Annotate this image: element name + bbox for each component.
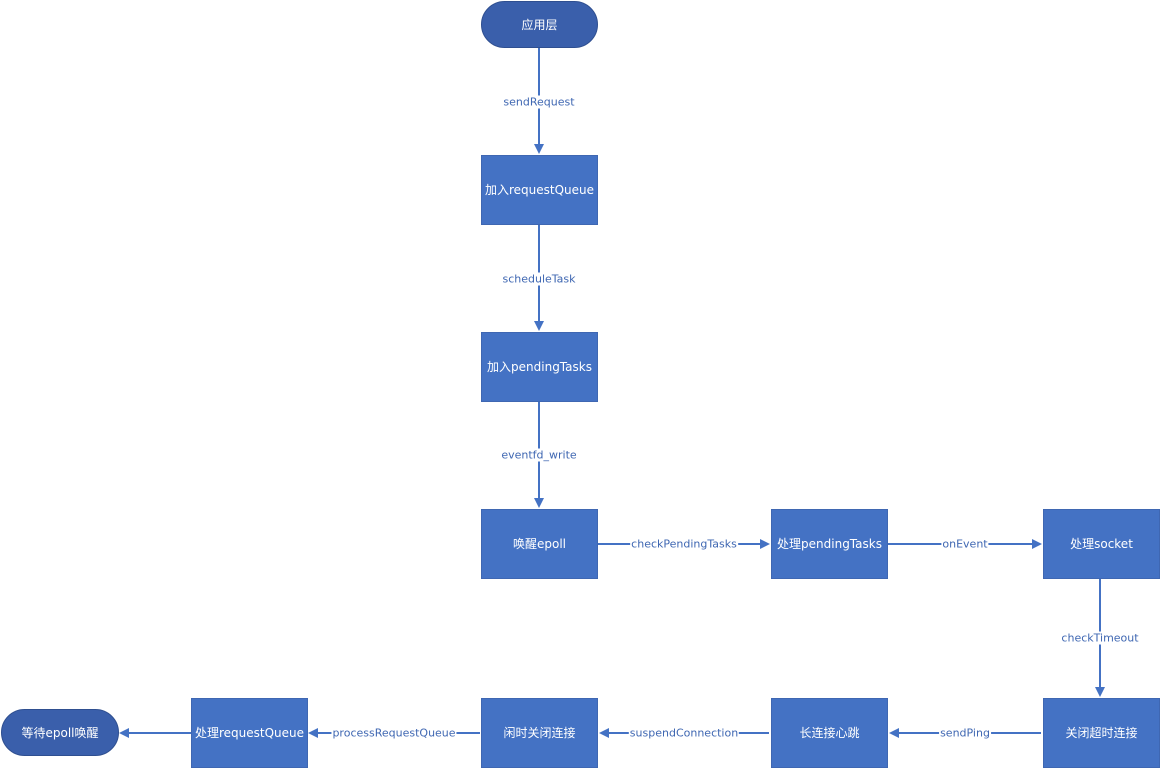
node-close-idle-conn-label: 闲时关闭连接: [503, 726, 576, 740]
node-wait-epoll-wake: 等待epoll唤醒: [1, 709, 119, 756]
node-app-layer-label: 应用层: [521, 17, 558, 32]
edge-label-check-pending-tasks: checkPendingTasks: [630, 537, 738, 551]
node-handle-pending-tasks-label: 处理pendingTasks: [777, 537, 882, 551]
node-close-idle-conn: 闲时关闭连接: [481, 698, 598, 768]
edge-label-send-request: sendRequest: [502, 95, 576, 109]
edge-label-suspend-connection: suspendConnection: [628, 726, 740, 740]
node-wake-epoll: 唤醒epoll: [481, 509, 598, 579]
node-add-pending-tasks-label: 加入pendingTasks: [487, 360, 592, 374]
node-handle-request-queue: 处理requestQueue: [191, 698, 308, 768]
edge-label-eventfd-write: eventfd_write: [500, 448, 578, 462]
edge-label-on-event: onEvent: [941, 537, 989, 551]
node-wake-epoll-label: 唤醒epoll: [512, 537, 566, 551]
node-add-pending-tasks: 加入pendingTasks: [481, 332, 598, 402]
node-add-request-queue-label: 加入requestQueue: [484, 183, 595, 197]
edge-label-schedule-task: scheduleTask: [501, 272, 577, 286]
node-keepalive-heartbeat-label: 长连接心跳: [799, 726, 860, 740]
edge-label-send-ping: sendPing: [939, 726, 991, 740]
node-handle-request-queue-label: 处理requestQueue: [194, 726, 305, 740]
edge-label-check-timeout: checkTimeout: [1060, 631, 1140, 645]
node-handle-pending-tasks: 处理pendingTasks: [771, 509, 888, 579]
node-add-request-queue: 加入requestQueue: [481, 155, 598, 225]
node-wait-epoll-wake-label: 等待epoll唤醒: [21, 725, 99, 740]
node-close-timeout-conn-label: 关闭超时连接: [1065, 726, 1138, 740]
node-handle-socket-label: 处理socket: [1070, 537, 1133, 551]
edge-label-process-request-queue: processRequestQueue: [331, 726, 457, 740]
node-close-timeout-conn: 关闭超时连接: [1043, 698, 1160, 768]
node-keepalive-heartbeat: 长连接心跳: [771, 698, 888, 768]
node-handle-socket: 处理socket: [1043, 509, 1160, 579]
node-app-layer: 应用层: [481, 1, 598, 48]
